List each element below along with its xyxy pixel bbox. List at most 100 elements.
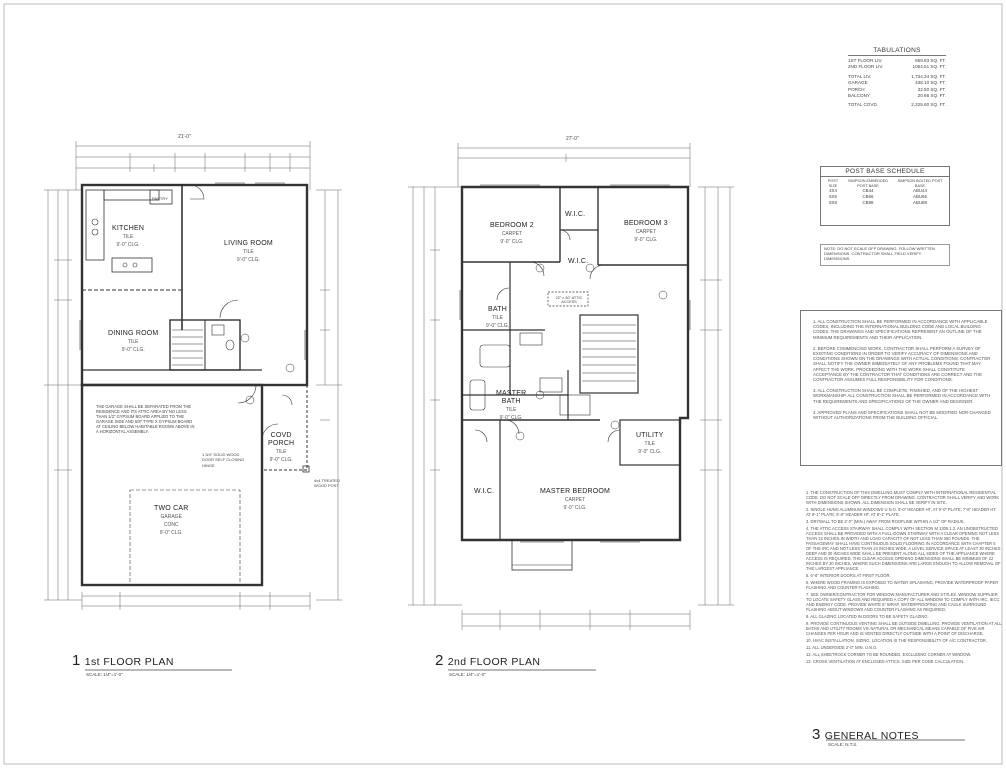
- contractor-note: 4. APPROVED PLANS AND SPECIFICATIONS SHA…: [813, 409, 991, 421]
- room-ceiling: 9'-0" CLG.: [563, 505, 587, 511]
- room-label-master-bath: MASTER BATH TILE 9'-0" CLG.: [496, 390, 526, 422]
- post-schedule-title: POST BASE SCHEDULE: [821, 167, 949, 177]
- room-label-porch: COVD PORCH TILE 9'-0" CLG.: [268, 432, 294, 464]
- room-name: KITCHEN: [112, 225, 145, 232]
- contractor-note: 3. ALL CONSTRUCTION SHALL BE COMPLETE, F…: [813, 388, 991, 404]
- second-floor-dimensions-left: [408, 186, 462, 606]
- room-ceiling: 9'-0" CLG.: [121, 347, 145, 353]
- room-name: BATH: [488, 306, 507, 313]
- room-name: UTILITY: [636, 432, 664, 439]
- room-name-2: BATH: [501, 398, 521, 405]
- general-note: 12. ALL SHEETROCK CORNER TO BE ROUNDED, …: [806, 652, 972, 657]
- general-note: 11. ALL UNDERSIDE 2'-0" MIN. U.N.O.: [806, 645, 878, 650]
- general-note: 8. ALL GLAZING LOCATED IN DOORS TO BE SA…: [806, 614, 929, 619]
- door-swing: [504, 419, 520, 435]
- door-swing: [559, 229, 571, 241]
- room-label-wic-1: W.I.C.: [565, 211, 585, 219]
- balcony: [511, 539, 573, 571]
- post-note: 4x4 TREATED WOOD POST: [314, 478, 340, 489]
- second-floor-plan-title: 2 2nd FLOOR PLAN: [435, 652, 540, 670]
- door-swing: [281, 394, 293, 406]
- plan-title: 1st FLOOR PLAN: [84, 656, 174, 668]
- garage-door-note: 1 3/4" SOLID WOOD DOOR SELF CLOSING HING…: [202, 452, 245, 468]
- door-swing: [496, 287, 510, 301]
- plan-number: 2: [435, 652, 444, 669]
- room-name-2: GARAGE: [160, 514, 182, 520]
- tabulation-row: 1ST FLOOR LIV.669.83 SQ. FT.: [848, 58, 946, 64]
- room-name: LIVING ROOM: [224, 240, 273, 247]
- first-floor-plan: [44, 141, 342, 610]
- room-ceiling: 9'-0" CLG.: [638, 449, 662, 455]
- room-floor: CARPET: [501, 231, 523, 237]
- general-note: 5. 6'-8" INTERIOR DOORS AT FIRST FLOOR.: [806, 573, 891, 578]
- second-floor-plan: [408, 143, 734, 630]
- second-floor-dimensions-right: [698, 186, 734, 606]
- first-floor-plan-title: 1 1st FLOOR PLAN: [72, 652, 174, 670]
- tabulation-value: 1,734.34 SQ. FT.: [911, 73, 946, 79]
- general-note: 9. PROVIDE CONTINUOUS VENTING SHALL BE O…: [806, 621, 1002, 636]
- post-schedule-cell: CB88: [862, 200, 874, 206]
- room-floor: CARPET: [635, 229, 657, 235]
- door-swing: [589, 264, 605, 280]
- utility-room-walls: [619, 419, 681, 466]
- door-swing: [261, 423, 279, 441]
- room-ceiling: 9'-0" CLG.: [236, 257, 260, 263]
- room-label-bedroom-3: BEDROOM 3 CARPET 9'-0" CLG.: [624, 220, 668, 244]
- room-label-garage: TWO CAR GARAGE CONC 9'-0" CLG.: [154, 505, 188, 537]
- room-floor: TILE: [275, 449, 287, 455]
- room-floor: TILE: [644, 441, 656, 447]
- contractor-note: 2. BEFORE COMMENCING WORK, CONTRACTOR SH…: [813, 345, 991, 383]
- tabulations-title: TABULATIONS: [848, 47, 946, 56]
- second-floor-stair-treads: [582, 324, 636, 382]
- door-swing: [474, 429, 488, 443]
- tabulation-label: TOTAL LIV.: [848, 73, 872, 79]
- kitchen-island: [111, 257, 153, 273]
- tabulation-value: 669.83 SQ. FT.: [915, 58, 946, 63]
- room-label-utility: UTILITY TILE 9'-0" CLG.: [636, 432, 663, 456]
- room-name: BEDROOM 2: [490, 222, 534, 229]
- contractor-note: 1. ALL CONSTRUCTION SHALL BE PERFORMED I…: [813, 319, 988, 340]
- kitchen-counter-left: [85, 189, 105, 261]
- room-name: DINING ROOM: [108, 330, 159, 337]
- first-floor-dimensions-left: [44, 189, 82, 601]
- room-label-wic-2: W.I.C.: [568, 258, 588, 266]
- tabulation-value: 20.66 SQ. FT.: [917, 93, 946, 99]
- tabulation-value: 438.10 SQ. FT.: [915, 80, 946, 86]
- first-floor-stair-treads: [172, 329, 203, 366]
- attic-access-label: 22" x 30" ATTIC ACCESS: [555, 296, 583, 305]
- scale-note-box: NOTE: DO NOT SCALE OFF DRAWING. FOLLOW W…: [820, 244, 950, 266]
- garage-separation-note: THE GARAGE SHALL BE SEPARATED FROM THE R…: [96, 404, 195, 434]
- pantry-label: PANTRY: [152, 196, 168, 201]
- room-ceiling: 9'-0" CLG.: [159, 530, 183, 536]
- room-name: MASTER: [496, 390, 527, 397]
- plan-number: 1: [72, 652, 81, 669]
- general-note: 1. THE CONSTRUCTION OF THIS DWELLING MUS…: [806, 490, 1000, 505]
- tabulation-value: 1064.51 SQ. FT.: [912, 64, 946, 70]
- general-note: 10. HVAC INSTALLATION, SIZING, LOCATION …: [806, 638, 987, 643]
- attic-access-box: [547, 291, 589, 307]
- tabulation-row: TOTAL COVD.2,225.60 SQ. FT.: [848, 102, 946, 108]
- room-floor: TILE: [505, 407, 517, 413]
- general-note: 3. DRYWALL TO BE 2'-0" (MIN.) AWAY FROM …: [806, 519, 965, 524]
- room-label-bedroom-2: BEDROOM 2 CARPET 9'-0" CLG.: [490, 222, 534, 246]
- door-swing: [219, 299, 239, 319]
- sheet-border: [3, 3, 1003, 765]
- room-floor: TILE: [122, 234, 134, 240]
- post-schedule-cell: 8X8: [829, 200, 837, 206]
- contractor-notes-list: 1. ALL CONSTRUCTION SHALL BE PERFORMED I…: [801, 311, 1001, 430]
- second-floor-overall-width: 27'-0": [566, 136, 579, 142]
- tabulation-value: 32.50 SQ. FT.: [917, 86, 946, 92]
- door-swing: [529, 261, 545, 277]
- tabulation-row: TOTAL LIV. 1,734.34 SQ. FT.: [848, 74, 946, 80]
- door-swing: [607, 429, 621, 443]
- post-schedule-cell: 6X6: [829, 194, 837, 200]
- door-swing: [237, 384, 257, 404]
- post-schedule-cell: SIMPSON EMBEDDED POST BASE: [847, 179, 889, 188]
- tabulation-label: 2ND FLOOR LIV.: [848, 64, 884, 70]
